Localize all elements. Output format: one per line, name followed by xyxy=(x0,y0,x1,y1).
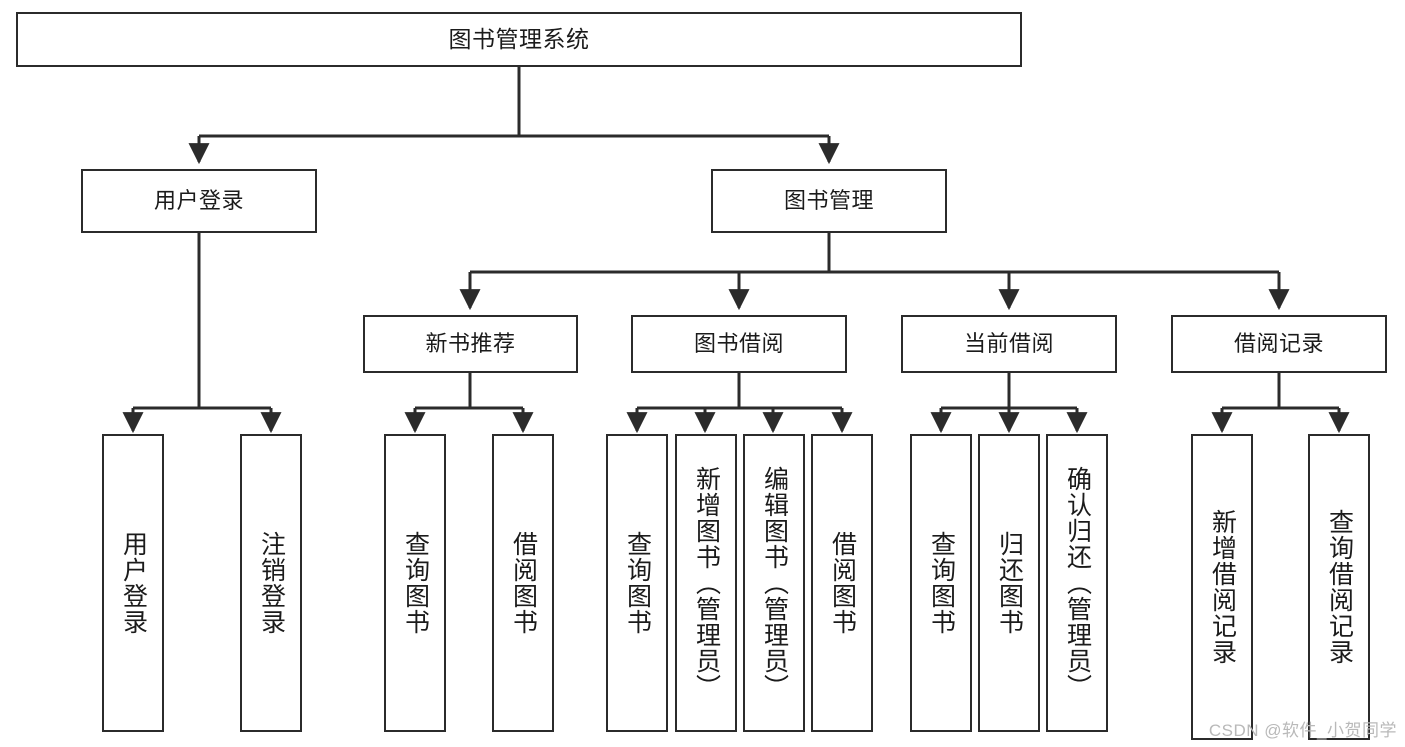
node-label: 查询借阅记录 xyxy=(1325,509,1354,665)
node-label: 用户登录 xyxy=(153,188,244,214)
node-label: 图书管理 xyxy=(783,188,874,214)
node-label: 归还图书 xyxy=(995,531,1024,635)
leaf-return-book[interactable]: 归还图书 xyxy=(978,434,1040,732)
leaf-borrow-book-new[interactable]: 借阅图书 xyxy=(492,434,554,732)
leaf-add-book-admin[interactable]: 新增图书（管理员） xyxy=(675,434,737,732)
leaf-user-login[interactable]: 用户登录 xyxy=(102,434,164,732)
node-label: 新书推荐 xyxy=(425,331,516,357)
node-label: 当前借阅 xyxy=(963,331,1054,357)
node-book-management[interactable]: 图书管理 xyxy=(711,169,947,233)
leaf-query-borrow-record[interactable]: 查询借阅记录 xyxy=(1308,434,1370,740)
node-label: 借阅记录 xyxy=(1233,331,1324,357)
node-label: 查询图书 xyxy=(401,531,430,635)
node-borrow-records[interactable]: 借阅记录 xyxy=(1171,315,1387,373)
leaf-edit-book-admin[interactable]: 编辑图书（管理员） xyxy=(743,434,805,732)
node-current-borrow[interactable]: 当前借阅 xyxy=(901,315,1117,373)
node-label: 编辑图书（管理员） xyxy=(760,466,789,700)
node-label: 查询图书 xyxy=(927,531,956,635)
leaf-logout-login[interactable]: 注销登录 xyxy=(240,434,302,732)
leaf-add-borrow-record[interactable]: 新增借阅记录 xyxy=(1191,434,1253,740)
watermark-text: CSDN @软件_小贺同学 xyxy=(1208,721,1397,740)
leaf-confirm-return-admin[interactable]: 确认归还（管理员） xyxy=(1046,434,1108,732)
node-label: 用户登录 xyxy=(119,531,148,635)
node-new-book-recommend[interactable]: 新书推荐 xyxy=(363,315,578,373)
node-label: 图书借阅 xyxy=(693,331,784,357)
node-label: 新增图书（管理员） xyxy=(692,466,721,700)
node-label: 注销登录 xyxy=(257,531,286,635)
node-user-login[interactable]: 用户登录 xyxy=(81,169,317,233)
node-label: 确认归还（管理员） xyxy=(1063,466,1092,700)
node-label: 借阅图书 xyxy=(509,531,538,635)
leaf-query-book-borrow[interactable]: 查询图书 xyxy=(606,434,668,732)
node-label: 借阅图书 xyxy=(828,531,857,635)
leaf-borrow-book[interactable]: 借阅图书 xyxy=(811,434,873,732)
leaf-query-book-new[interactable]: 查询图书 xyxy=(384,434,446,732)
node-label: 查询图书 xyxy=(623,531,652,635)
node-label: 图书管理系统 xyxy=(448,26,590,53)
node-label: 新增借阅记录 xyxy=(1208,509,1237,665)
node-root-book-management-system[interactable]: 图书管理系统 xyxy=(16,12,1022,67)
node-book-borrow[interactable]: 图书借阅 xyxy=(631,315,847,373)
leaf-query-book-current[interactable]: 查询图书 xyxy=(910,434,972,732)
